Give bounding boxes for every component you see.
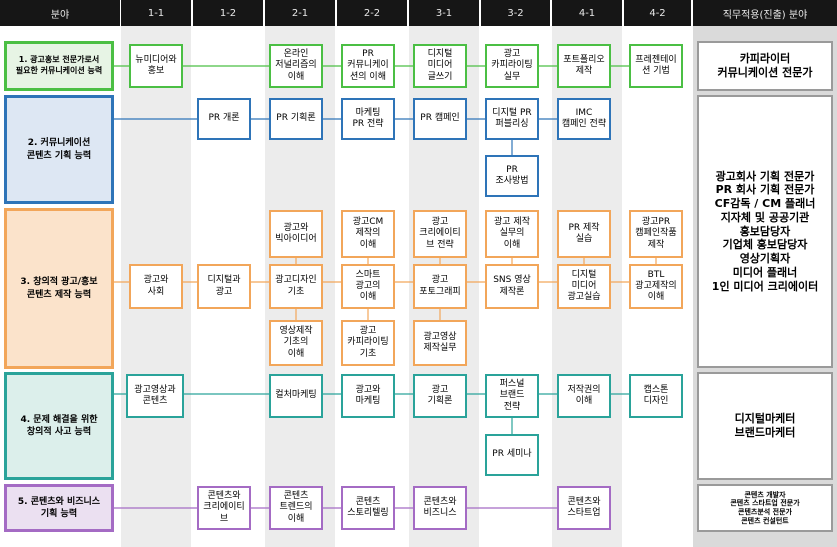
course-box: 광고 포토그래피 [413, 264, 467, 309]
row-label-1: 1. 광고홍보 전문가로서 필요한 커뮤니케이션 능력 [4, 41, 114, 91]
course-box: 디지털 미디어 광고실습 [557, 264, 611, 309]
course-box: 콘텐츠와 비즈니스 [413, 486, 467, 530]
course-box: 광고영상과 콘텐츠 [126, 374, 184, 418]
course-box: PR 캠페인 [413, 98, 467, 140]
course-box: IMC 캠페인 전략 [557, 98, 611, 140]
course-box: 광고 카피라이팅 기초 [341, 320, 395, 366]
course-box: 온라인 저널리즘의 이해 [269, 44, 323, 88]
header-jobs: 직무적용(진출) 분야 [693, 0, 837, 26]
row-label-4: 4. 문제 해결을 위한 창의적 사고 능력 [4, 372, 114, 480]
course-box: 디지털과 광고 [197, 264, 251, 309]
course-box: 영상제작 기초의 이해 [269, 320, 323, 366]
course-box: 광고와 빅아이디어 [269, 210, 323, 258]
course-box: 캡스톤 디자인 [629, 374, 683, 418]
course-box: 광고 크리에이티 브 전략 [413, 210, 467, 258]
row-label-3: 3. 창의적 광고/홍보 콘텐츠 제작 능력 [4, 208, 114, 369]
course-box: BTL 광고제작의 이해 [629, 264, 683, 309]
course-box: 콘텐츠 트렌드의 이해 [269, 486, 323, 530]
course-box: PR 조사방법 [485, 155, 539, 197]
header-3-1: 3-1 [409, 0, 479, 26]
course-box: PR 제작 실습 [557, 210, 611, 258]
row-label-2: 2. 커뮤니케이션 콘텐츠 기획 능력 [4, 95, 114, 204]
header-3-2: 3-2 [481, 0, 550, 26]
course-box: 콘텐츠와 크리에이티 브 [197, 486, 251, 530]
row-label-5: 5. 콘텐츠와 비즈니스 기획 능력 [4, 484, 114, 532]
course-box: 콘텐츠와 스타트업 [557, 486, 611, 530]
course-box: 스마트 광고의 이해 [341, 264, 395, 309]
job-box-3: 디지털마케터 브랜드마케터 [697, 372, 833, 480]
job-box-4: 콘텐츠 개발자 콘텐츠 스타트업 전문가 콘텐츠분석 전문가 콘텐츠 컨설턴트 [697, 484, 833, 532]
header-4-2: 4-2 [624, 0, 691, 26]
course-box: 광고 카피라이팅 실무 [485, 44, 539, 88]
course-box: 광고영상 제작실무 [413, 320, 467, 366]
course-box: 광고PR 캠페인작품 제작 [629, 210, 683, 258]
header-field: 분야 [0, 0, 120, 26]
course-box: 뉴미디어와 홍보 [129, 44, 183, 88]
course-box: 마케팅 PR 전략 [341, 98, 395, 140]
course-box: 광고 제작 실무의 이해 [485, 210, 539, 258]
course-box: PR 기획론 [269, 98, 323, 140]
course-box: 저작권의 이해 [557, 374, 611, 418]
course-box: 프레젠테이 션 기법 [629, 44, 683, 88]
course-box: 광고디자인 기초 [269, 264, 323, 309]
course-box: 광고와 마케팅 [341, 374, 395, 418]
header-1-1: 1-1 [121, 0, 191, 26]
course-box: 콘텐츠 스토리텔링 [341, 486, 395, 530]
job-box-2: 광고회사 기획 전문가 PR 회사 기획 전문가 CF감독 / CM 플래너 지… [697, 95, 833, 368]
course-box: 컬처마케팅 [269, 374, 323, 418]
course-box: 디지털 미디어 글쓰기 [413, 44, 467, 88]
course-box: 디지털 PR 퍼블리싱 [485, 98, 539, 140]
job-box-1: 카피라이터 커뮤니케이션 전문가 [697, 41, 833, 91]
header-4-1: 4-1 [552, 0, 622, 26]
course-box: 광고 기획론 [413, 374, 467, 418]
course-box: 광고와 사회 [129, 264, 183, 309]
course-box: SNS 영상 제작론 [485, 264, 539, 309]
course-box: PR 개론 [197, 98, 251, 140]
course-box: 포트폴리오 제작 [557, 44, 611, 88]
header-2-2: 2-2 [337, 0, 407, 26]
course-box: PR 세미나 [485, 434, 539, 476]
header-1-2: 1-2 [193, 0, 263, 26]
course-box: 퍼스널 브랜드 전략 [485, 374, 539, 418]
course-box: PR 커뮤니케이 션의 이해 [341, 44, 395, 88]
course-box: 광고CM 제작의 이해 [341, 210, 395, 258]
header-2-1: 2-1 [265, 0, 335, 26]
